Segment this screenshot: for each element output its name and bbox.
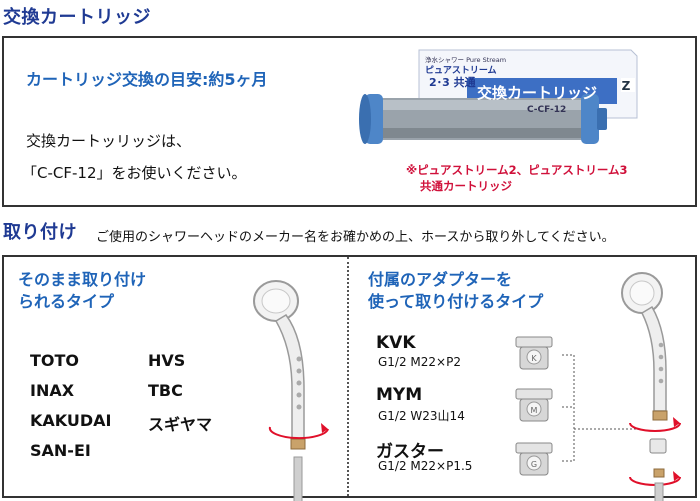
direct-fit-heading-line1: そのまま取り付け <box>18 270 147 289</box>
adapter-mym-name: MYM <box>376 385 423 405</box>
package-small-label: 浄水シャワー Pure Stream <box>425 56 507 64</box>
package-compat: 2･3 共通 <box>429 76 476 89</box>
package-title: 交換カートリッジ <box>477 84 598 102</box>
brand-san-ei: SAN-EI <box>30 441 91 460</box>
direct-fit-heading-line2: られるタイプ <box>18 292 115 311</box>
package-model: C-CF-12 <box>527 105 567 115</box>
cartridge-instruction-line1: 交換カートッリッジは、 <box>26 132 192 150</box>
adapter-gaster-icon: G <box>515 442 553 476</box>
brand-hvs: HVS <box>148 351 186 370</box>
adapter-fit-heading-line2: 使って取り付けるタイプ <box>368 292 544 311</box>
replacement-guide: カートリッジ交換の目安:約5ヶ月 <box>26 70 268 89</box>
cartridge-instruction-line2: 「C-CF-12」をお使いください。 <box>22 164 247 182</box>
section-title-cartridge: 交換カートリッジ <box>3 7 151 28</box>
adapter-mym-spec: G1/2 W23山14 <box>378 409 465 423</box>
adapter-connector-lines <box>562 354 638 462</box>
adapter-gaster-name: ガスター <box>376 442 444 462</box>
adapter-mym-icon: M <box>515 388 553 422</box>
adapter-kvk-name: KVK <box>376 333 416 353</box>
cartridge-product-image: Z 浄水シャワー Pure Stream ピュアストリーム 2･3 共通 交換カ… <box>359 46 639 146</box>
adapter-kvk-spec: G1/2 M22×P2 <box>378 355 461 369</box>
note-line1: ※ピュアストリーム2、ピュアストリーム3 <box>406 163 628 177</box>
section-title-install: 取り付け <box>3 222 77 243</box>
shower-head-with-adapter-illustration <box>621 272 681 501</box>
adapter-fit-heading-line1: 付属のアダプターを <box>368 270 513 289</box>
adapter-mym-mark: M <box>531 406 538 415</box>
adapter-gaster-spec: G1/2 M22×P1.5 <box>378 459 473 473</box>
install-subtitle: ご使用のシャワーヘッドのメーカー名をお確かめの上、ホースから取り外してください。 <box>96 230 615 245</box>
brand-inax: INAX <box>30 381 75 400</box>
brand-sugiyama: スギヤマ <box>148 415 213 434</box>
brand-toto: TOTO <box>30 351 80 370</box>
brand-tbc: TBC <box>148 381 183 400</box>
package-brand: ピュアストリーム <box>425 66 497 76</box>
compatibility-note: ※ピュアストリーム2、ピュアストリーム3 共通カートリッジ <box>406 162 628 194</box>
adapter-kvk-mark: K <box>531 354 537 363</box>
column-divider <box>347 257 349 496</box>
adapter-gaster-mark: G <box>531 460 537 469</box>
adapter-kvk-icon: K <box>515 336 553 370</box>
install-panel: そのまま取り付け られるタイプ TOTO INAX KAKUDAI SAN-EI… <box>2 255 697 501</box>
cartridge-panel: カートリッジ交換の目安:約5ヶ月 交換カートッリッジは、 「C-CF-12」をお… <box>2 36 697 207</box>
note-line2: 共通カートリッジ <box>420 179 512 193</box>
adapter-fit-heading: 付属のアダプターを 使って取り付けるタイプ <box>368 269 543 313</box>
brand-kakudai: KAKUDAI <box>30 411 112 430</box>
svg-text:Z: Z <box>622 79 631 93</box>
direct-fit-heading: そのまま取り付け られるタイプ <box>18 269 146 313</box>
shower-head-illustration <box>253 280 329 501</box>
